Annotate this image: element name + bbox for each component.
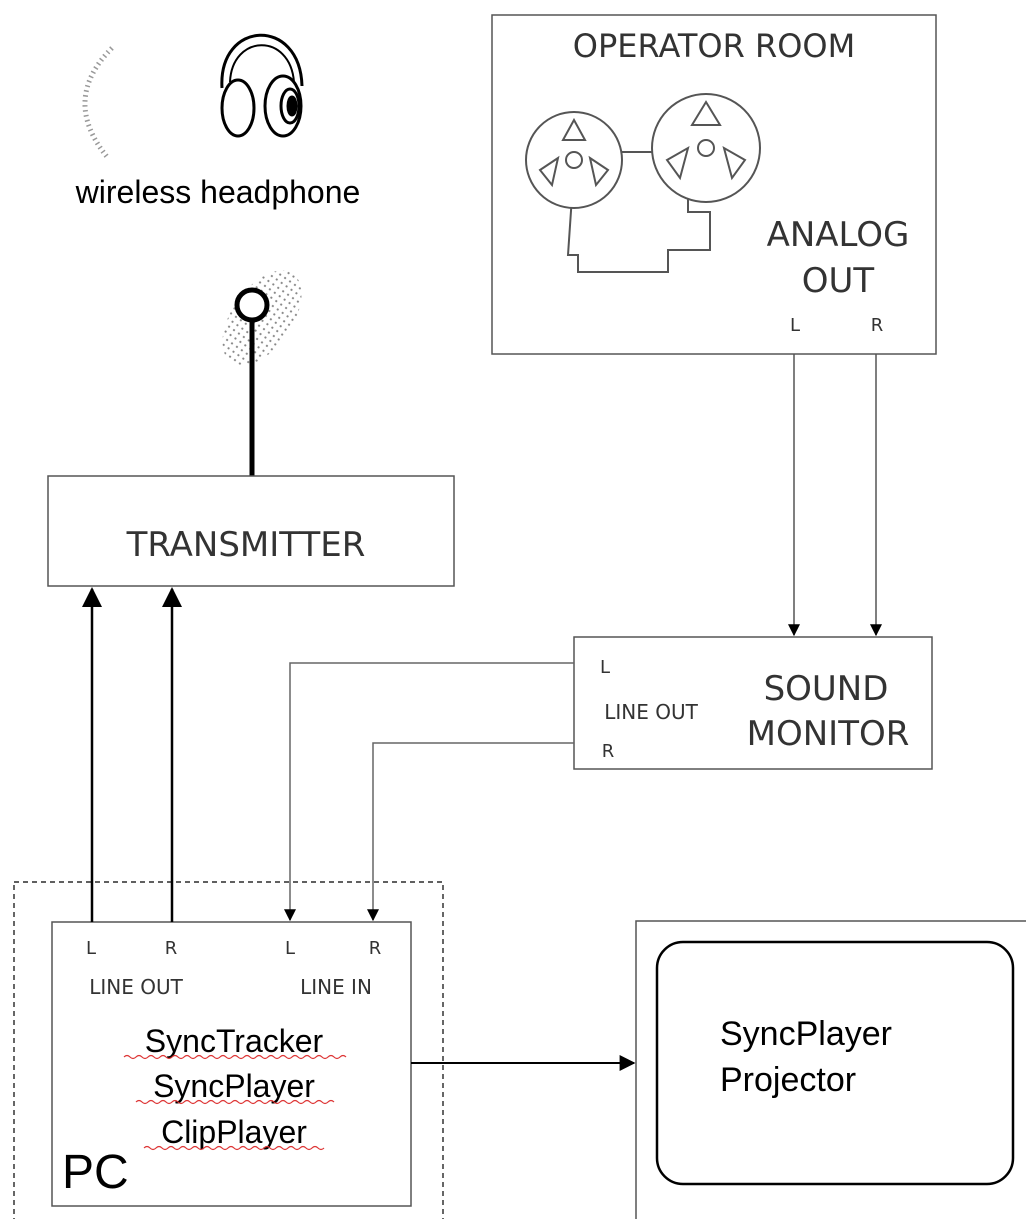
pc-app-syncplayer: SyncPlayer bbox=[153, 1068, 315, 1104]
pc-label: PC bbox=[62, 1146, 129, 1199]
analog-out-line2: OUT bbox=[802, 261, 875, 301]
wire-monitor-left bbox=[284, 662, 574, 922]
sound-monitor-right: R bbox=[602, 741, 615, 762]
sound-monitor-left: L bbox=[600, 657, 610, 678]
pc-app-synctracker: SyncTracker bbox=[145, 1023, 324, 1059]
transmitter-box: TRANSMITTER bbox=[47, 475, 455, 587]
pc-app-clipplayer: ClipPlayer bbox=[161, 1114, 307, 1150]
headphone-label: wireless headphone bbox=[75, 174, 361, 210]
headphone-group: wireless headphone bbox=[75, 33, 361, 210]
headphone-icon bbox=[220, 33, 304, 138]
pc-line-in-label: LINE IN bbox=[300, 975, 372, 999]
analog-out-right: R bbox=[871, 315, 884, 336]
wire-monitor-right bbox=[367, 742, 574, 922]
signal-arc bbox=[82, 46, 114, 160]
spellcheck-underline bbox=[123, 1054, 347, 1060]
pc-line-in-right: R bbox=[369, 938, 382, 959]
operator-room-title: OPERATOR ROOM bbox=[573, 27, 855, 65]
sound-monitor-line-out: LINE OUT bbox=[604, 700, 698, 724]
sound-monitor-title-line2: MONITOR bbox=[747, 714, 910, 754]
spellcheck-underline bbox=[143, 1145, 325, 1151]
pc-boundary bbox=[13, 881, 444, 1219]
sound-monitor-box: SOUND MONITOR L LINE OUT R bbox=[573, 636, 933, 770]
pc-line-in-left: L bbox=[285, 938, 295, 959]
pc-line-out-label: LINE OUT bbox=[89, 975, 183, 999]
pc-line-out-left: L bbox=[86, 938, 96, 959]
transmitter-label: TRANSMITTER bbox=[126, 525, 366, 565]
projector-label-line2: Projector bbox=[720, 1061, 856, 1099]
pc-line-out-right: R bbox=[165, 938, 178, 959]
pc-box: L R LINE OUT L R LINE IN SyncTracker Syn… bbox=[51, 921, 412, 1207]
projector-screen: SyncPlayer Projector bbox=[635, 920, 1026, 1219]
film-projector-icon bbox=[525, 93, 761, 273]
analog-out-left: L bbox=[790, 315, 800, 336]
analog-out-line1: ANALOG bbox=[767, 215, 910, 255]
sound-monitor-title-line1: SOUND bbox=[764, 669, 889, 709]
operator-room-box: OPERATOR ROOM ANALOG OUT L R bbox=[491, 14, 937, 355]
projector-label-line1: SyncPlayer bbox=[720, 1015, 892, 1053]
antenna-icon bbox=[222, 270, 302, 476]
spellcheck-underline bbox=[135, 1099, 335, 1105]
